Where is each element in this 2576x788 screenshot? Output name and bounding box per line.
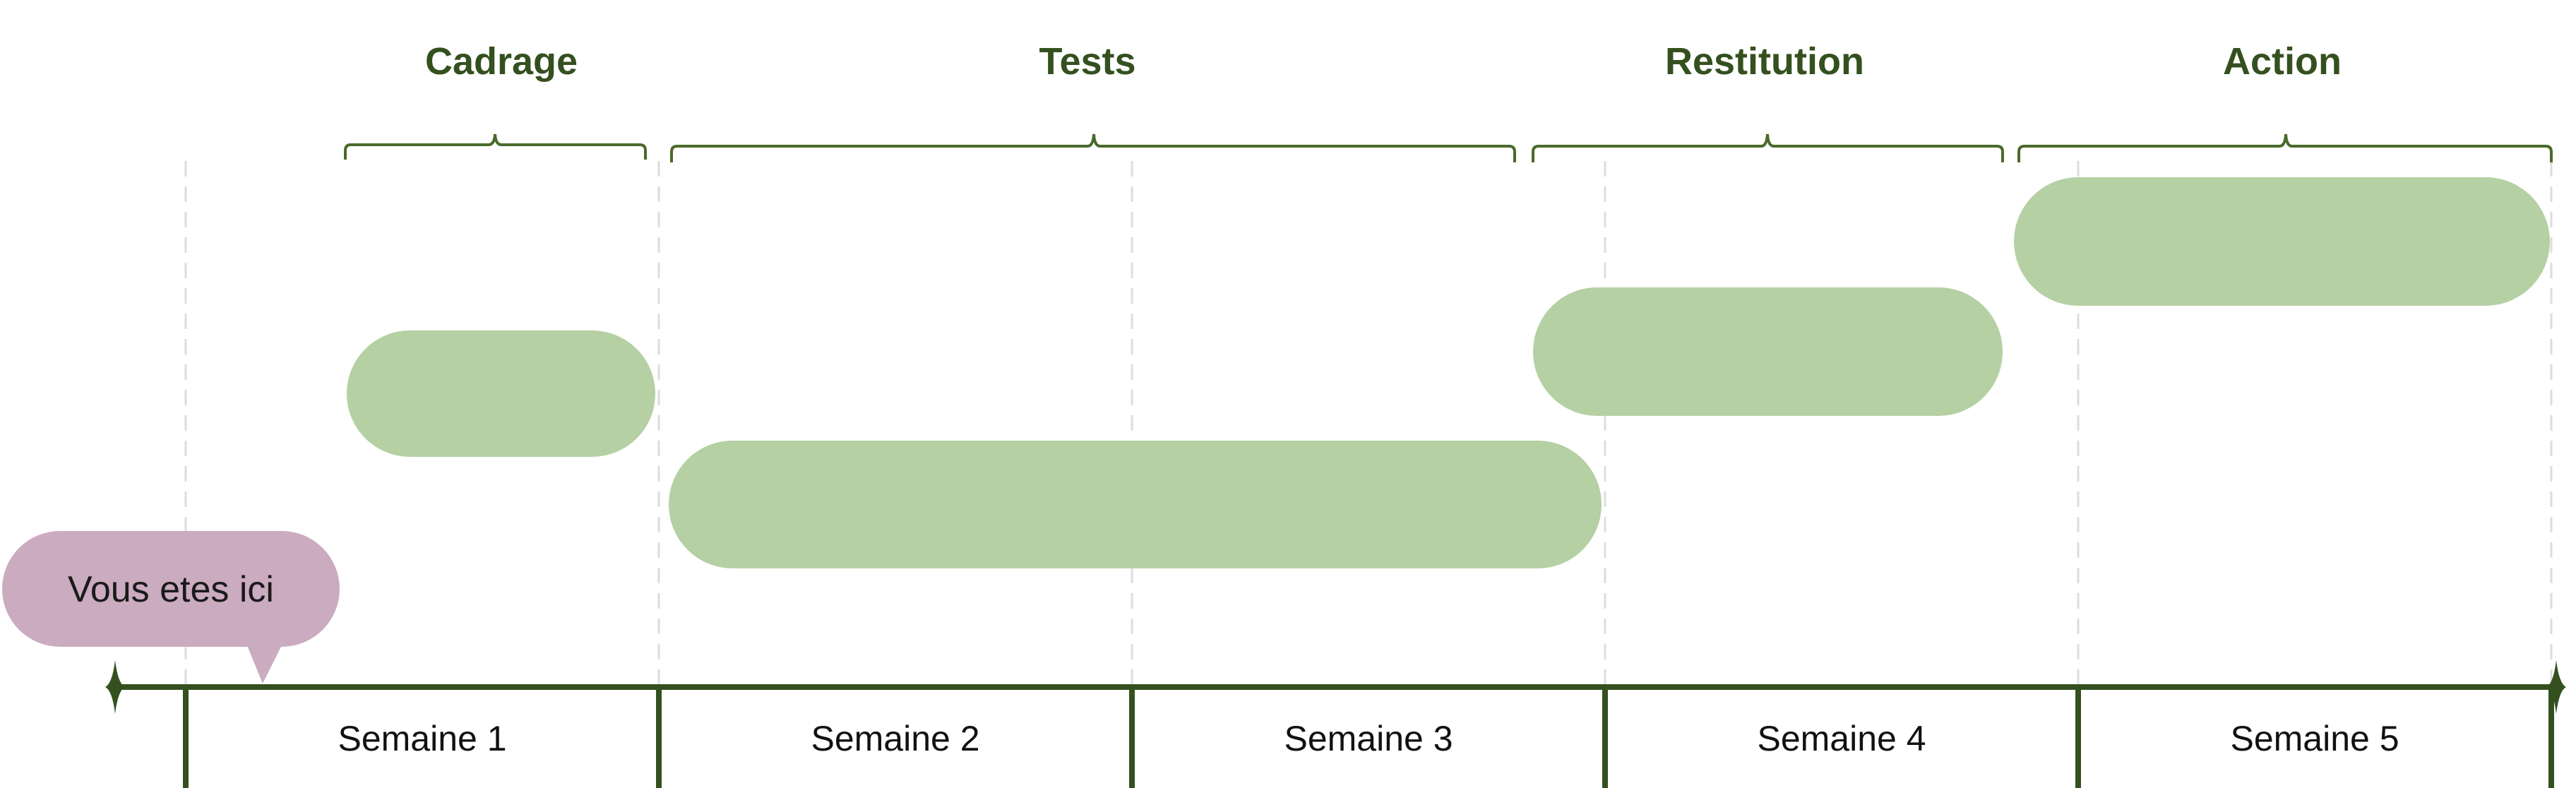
phase-title-restitution: Restitution bbox=[1665, 40, 1864, 83]
week-label-2: Semaine 2 bbox=[811, 719, 979, 758]
brace-cadrage bbox=[344, 133, 647, 160]
bar-cadrage bbox=[347, 330, 655, 457]
axis-end-star-icon bbox=[2546, 660, 2566, 714]
brace-restitution bbox=[1532, 133, 2004, 162]
bar-restitution bbox=[1533, 287, 2003, 416]
marker-bubble bbox=[2, 531, 340, 647]
week-label-3: Semaine 3 bbox=[1284, 719, 1453, 758]
current-position-marker: Vous etes ici bbox=[2, 531, 340, 683]
phase-title-action: Action bbox=[2223, 40, 2342, 83]
bar-tests bbox=[669, 441, 1602, 568]
week-label-5: Semaine 5 bbox=[2230, 719, 2399, 758]
phase-title-cadrage: Cadrage bbox=[425, 40, 578, 83]
week-dividers bbox=[183, 687, 2554, 788]
phase-title-tests: Tests bbox=[1039, 40, 1135, 83]
week-label-1: Semaine 1 bbox=[338, 719, 506, 758]
axis-start-star-icon bbox=[105, 660, 125, 714]
brace-tests bbox=[670, 133, 1516, 162]
week-label-4: Semaine 4 bbox=[1757, 719, 1926, 758]
marker-label: Vous etes ici bbox=[68, 569, 274, 610]
bar-action bbox=[2014, 177, 2550, 306]
marker-pointer bbox=[246, 644, 282, 683]
brace-action bbox=[2017, 133, 2553, 162]
